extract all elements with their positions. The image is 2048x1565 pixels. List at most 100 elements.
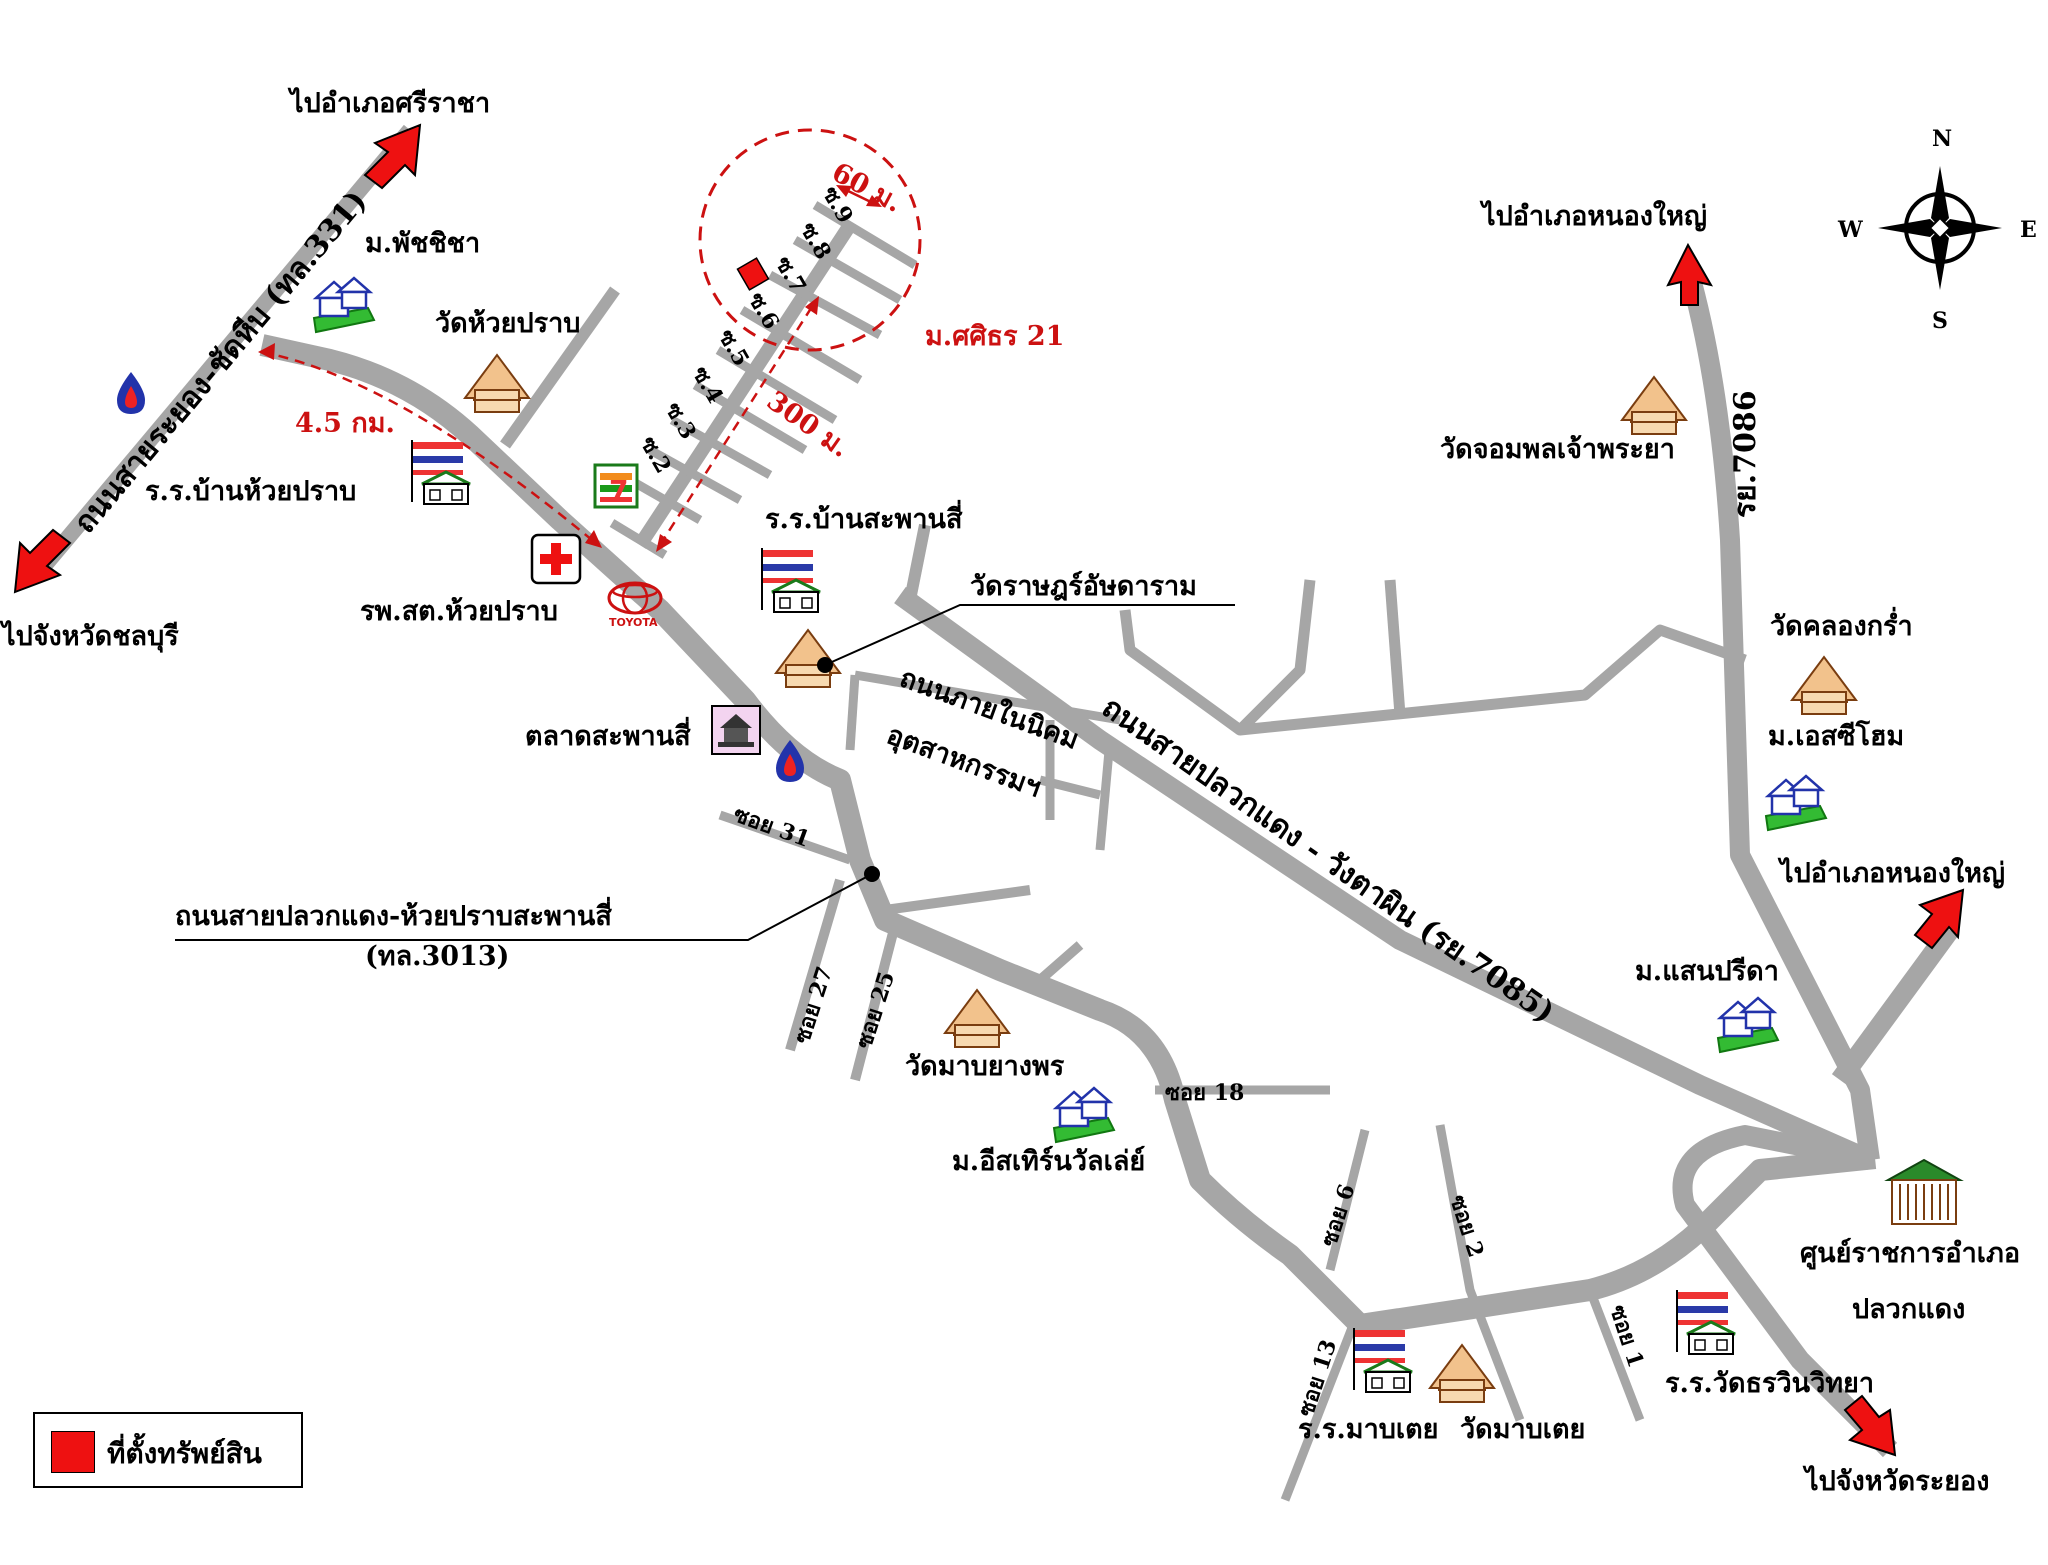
- label-soi-27: ซอย 27: [789, 963, 838, 1046]
- label-road-7085: ถนนสายปลวกแดง - วังตาผิน (รย.7085): [1095, 690, 1560, 1030]
- school-icon: [411, 440, 471, 505]
- label-market: ตลาดสะพานสี่: [525, 716, 691, 752]
- road-soi1: [1585, 1288, 1645, 1422]
- label-govt-center-line2: ปลวกแดง: [1852, 1294, 1965, 1325]
- leader-lines: [175, 604, 1235, 941]
- temple-icon: [1790, 655, 1858, 715]
- road-7085: [894, 586, 1875, 1170]
- temple-icon: [463, 353, 531, 413]
- soi-spine: [634, 221, 856, 549]
- school-icon: [761, 548, 821, 613]
- sub-sois: [609, 201, 918, 559]
- temple-icon: [774, 628, 842, 688]
- seven-eleven-icon: 7: [593, 463, 639, 509]
- village-icons: [312, 276, 1828, 1144]
- label-wat-maptoei: วัดมาบเตย: [1460, 1414, 1585, 1445]
- leader-dot-road-3013: [864, 866, 880, 882]
- compass-e: E: [2020, 217, 2037, 243]
- gas-station-icon: [117, 372, 145, 414]
- village-icon: [1716, 996, 1780, 1054]
- gas-station-icons: [117, 372, 804, 782]
- arrow-sriracha: [363, 123, 422, 190]
- label-road-3013-line1: ถนนสายปลวกแดง-ห้วยปราบสะพานสี่: [175, 896, 612, 932]
- village-icon: [1764, 774, 1828, 832]
- label-road-7086: รย.7086: [1728, 390, 1763, 518]
- leader-dot-wat-rat: [817, 657, 833, 673]
- svg-text:7: 7: [609, 474, 628, 507]
- label-to-chonburi: ไปจังหวัดชลบุรี: [0, 620, 179, 653]
- label-to-nongyai-top: ไปอำเภอหนองใหญ่: [1479, 200, 1707, 232]
- label-sitthi: ม.ศศิธร 21: [925, 321, 1064, 352]
- label-saenprida: ม.แสนปรีดา: [1635, 956, 1779, 987]
- label-govt-center-line1: ศูนย์ราชการอำเภอ: [1800, 1237, 2020, 1270]
- village-icon: [312, 276, 376, 334]
- label-to-nongyai-right: ไปอำเภอหนองใหญ่: [1777, 857, 2005, 889]
- temple-icon: [1620, 375, 1688, 435]
- label-wat-khlongkram: วัดคลองกร่ำ: [1770, 606, 1913, 642]
- legend: ที่ตั้งทรัพย์สิน: [33, 1412, 303, 1488]
- hospital-icon: [530, 533, 582, 585]
- label-distance-45km: 4.5 กม.: [295, 408, 395, 439]
- temple-icon: [943, 988, 1011, 1048]
- legend-property-swatch: [51, 1431, 95, 1473]
- leader-road-3013: [175, 873, 873, 941]
- arrow-nongyai-top: [1666, 242, 1714, 306]
- road-branch-west: [884, 885, 1031, 915]
- road-soi13: [1280, 1318, 1360, 1502]
- arrow-nongyai-right: [1913, 888, 1965, 950]
- label-school-maptoei: ร.ร.มาบเตย: [1298, 1414, 1438, 1445]
- distance-arrowhead-300m-start: [656, 534, 672, 552]
- road-3013: [259, 334, 1877, 1336]
- temple-icon: [1428, 1343, 1496, 1403]
- label-acihome: ม.เอสซีโฮม: [1768, 719, 1904, 752]
- leader-wat-rat: [824, 604, 1235, 666]
- arrow-chonburi: [13, 528, 72, 594]
- toyota-logo: TOYOTA: [607, 581, 663, 629]
- label-hospital: รพ.สต.ห้วยปราบ: [360, 596, 558, 627]
- label-road-3013-line2: (ทล.3013): [365, 941, 509, 972]
- distance-arrowhead-60m-end: [866, 195, 882, 207]
- road-soi2: [1435, 1124, 1525, 1422]
- label-soi-18: ซอย 18: [1165, 1080, 1244, 1106]
- label-soi-2: ซ.2: [635, 432, 676, 478]
- distance-arrowhead-45km-end: [585, 530, 602, 548]
- road-ne-branch: [1831, 924, 1959, 1086]
- compass-rose: N S E W: [1837, 126, 2037, 334]
- label-wat-huaiprap: วัดห้วยปราบ: [435, 308, 580, 339]
- government-center-icon: [1884, 1158, 1964, 1225]
- label-soi-2b: ซอย 2: [1444, 1192, 1489, 1261]
- distance-arrowhead-45km-start: [258, 343, 275, 360]
- label-school-watwarin: ร.ร.วัดธรวินวิทยา: [1665, 1368, 1874, 1399]
- label-wat-mapyangphon: วัดมาบยางพร: [905, 1051, 1065, 1082]
- road-331: [38, 124, 417, 571]
- market-icon: [711, 705, 761, 755]
- label-wat-rat: วัดราษฎร์อัษดาราม: [970, 570, 1197, 602]
- road-wat-huaiprap: [500, 286, 620, 449]
- legend-label: ที่ตั้งทรัพย์สิน: [107, 1437, 262, 1470]
- label-wat-chomphon: วัดจอมพลเจ้าพระยา: [1440, 434, 1675, 465]
- gas-station-icon: [776, 740, 804, 782]
- school-icons: [411, 440, 1736, 1393]
- label-soi-6: ซอย 6: [1316, 1181, 1361, 1250]
- road-soi27: [785, 878, 845, 1052]
- road-wat-rat: [904, 523, 931, 602]
- distance-arrowhead-60m-start: [836, 185, 852, 197]
- industrial-roads: [845, 670, 1121, 851]
- label-phatchicha: ม.พัชชิชา: [365, 228, 480, 259]
- road-soi31: [718, 810, 852, 865]
- svg-text:TOYOTA: TOYOTA: [609, 616, 658, 629]
- village-icon: [1052, 1086, 1116, 1144]
- compass-n: N: [1932, 126, 1952, 152]
- school-icon: [1353, 1328, 1413, 1393]
- compass-w: W: [1837, 217, 1863, 243]
- label-soi-31: ซอย 31: [730, 801, 813, 853]
- road-soi25: [850, 923, 900, 1082]
- label-distance-300m: 300 ม.: [761, 385, 855, 464]
- road-network: [38, 124, 1959, 1502]
- label-school-huaiprap: ร.ร.บ้านห้วยปราบ: [145, 476, 356, 507]
- label-to-rayong: ไปจังหวัดระยอง: [1802, 1465, 1989, 1497]
- compass-s: S: [1932, 308, 1948, 334]
- north-branch-roads: [1119, 579, 1747, 736]
- property-marker-group: [258, 128, 922, 552]
